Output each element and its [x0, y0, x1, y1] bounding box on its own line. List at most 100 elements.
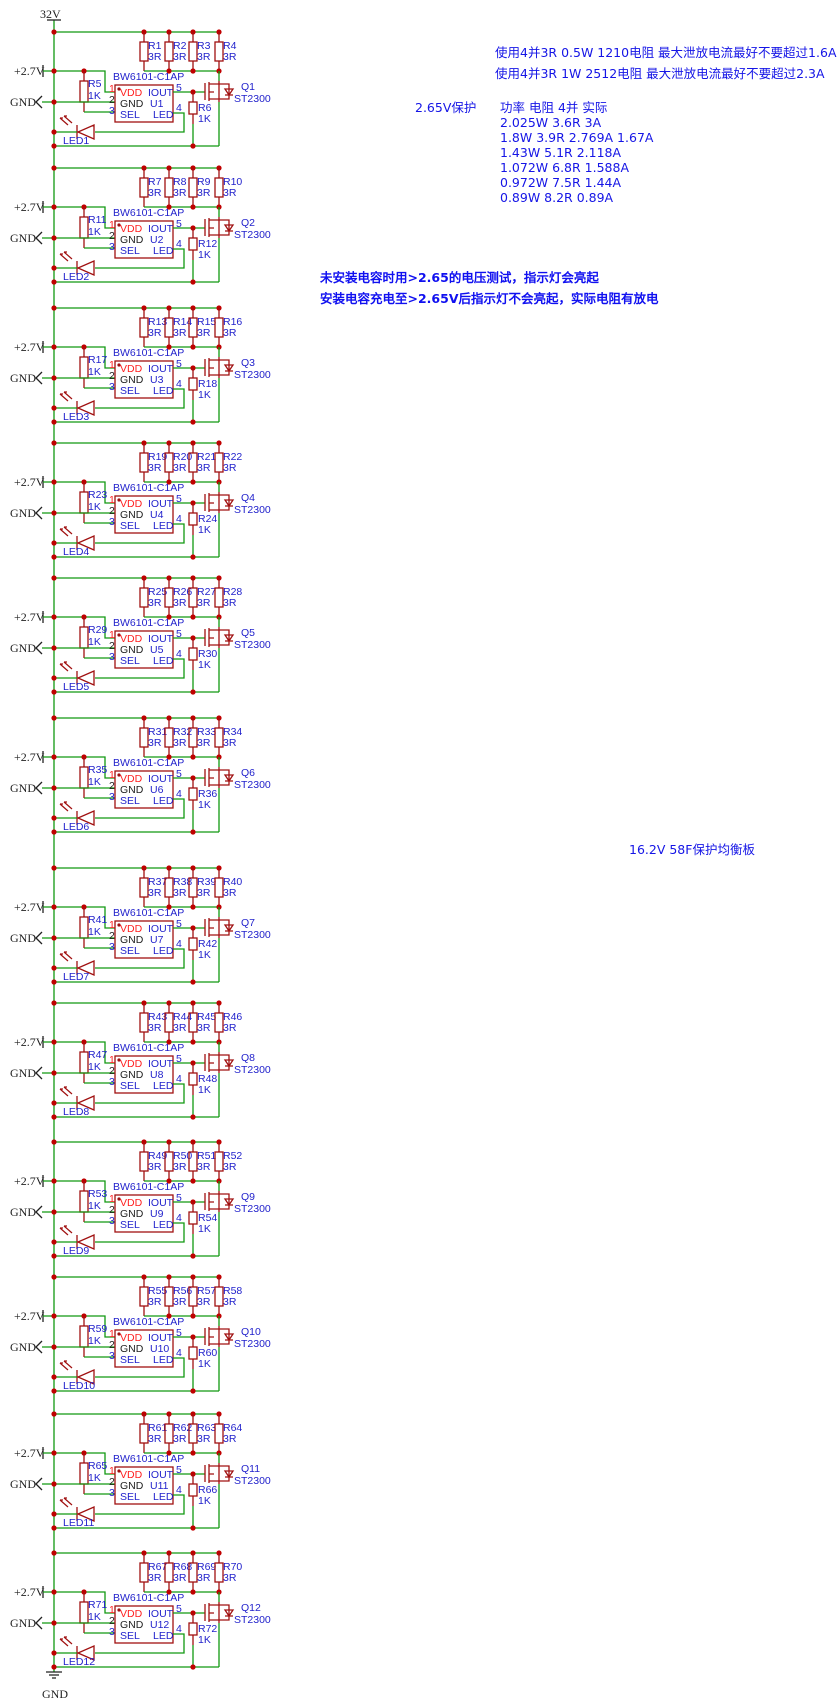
bleed-resistor-ref: R62	[173, 1422, 192, 1434]
bleed-resistor-value: 3R	[197, 737, 211, 749]
chip-pin-led: LED	[153, 945, 174, 957]
cell-rail-label: +2.7V	[14, 340, 45, 354]
gnd-label: GND	[10, 1616, 36, 1630]
balance-cell: R73RR83RR93RR103R+2.7VR111KGNDBW6101-C1A…	[10, 165, 271, 285]
gnd-label: GND	[10, 506, 36, 520]
pin-number: 3	[109, 1215, 115, 1227]
pin-number: 1	[109, 769, 115, 781]
junction-dot	[51, 129, 57, 135]
junction-dot	[51, 1450, 57, 1456]
pin-number: 1	[109, 919, 115, 931]
pin-number: 4	[176, 1347, 182, 1359]
balance-cell: R673RR683RR693RR703R+2.7VR711KGNDBW6101-…	[10, 1550, 271, 1670]
gnd-label: GND	[10, 1066, 36, 1080]
power-table-row: 0.89W 8.2R 0.89A	[500, 190, 614, 205]
balance-cell: R13RR23RR33RR43R+2.7VR51KGNDBW6101-C1APV…	[10, 29, 271, 149]
wire	[43, 906, 115, 929]
mosfet-part: ST2300	[234, 929, 271, 941]
chip-body	[114, 1329, 174, 1368]
mosfet-part: ST2300	[234, 93, 271, 105]
junction-dot	[190, 1039, 196, 1045]
power-table-row: 1.072W 6.8R 1.588A	[500, 160, 629, 175]
chip-body	[114, 920, 174, 959]
bleed-resistor-ref: R64	[223, 1422, 242, 1434]
bleed-resistor-value: 3R	[173, 597, 187, 609]
sel-resistor-ref: R11	[88, 214, 107, 226]
wire	[43, 206, 115, 229]
pin-number: 2	[109, 1065, 115, 1077]
junction-dot	[166, 479, 172, 485]
gnd-symbol-icon	[35, 371, 43, 385]
pin-number: 2	[109, 1615, 115, 1627]
mosfet-icon	[204, 217, 235, 238]
chip-pin-gnd: GND	[120, 1619, 144, 1631]
pin1-marker	[117, 773, 121, 777]
bleed-resistor-value: 3R	[148, 1022, 162, 1034]
bleed-resistor-value: 3R	[173, 327, 187, 339]
cell-rail-label: +2.7V	[14, 1309, 45, 1323]
gnd-label: GND	[10, 1477, 36, 1491]
resistor-body	[79, 1601, 89, 1624]
mosfet-part: ST2300	[234, 1475, 271, 1487]
mosfet-icon	[204, 917, 235, 938]
chip-pin-vdd: VDD	[120, 773, 143, 785]
bleed-resistor-value: 3R	[197, 887, 211, 899]
gnd-symbol-icon	[35, 1066, 43, 1080]
pin-number: 1	[109, 83, 115, 95]
pin-number: 5	[176, 1053, 182, 1065]
chip-pin-vdd: VDD	[120, 1058, 143, 1070]
mosfet-ref: Q3	[241, 357, 255, 369]
chip-pin-iout: IOUT	[148, 923, 174, 935]
power-table-header: 功率 电阻 4并 实际	[500, 100, 608, 115]
bleed-resistor-value: 3R	[197, 597, 211, 609]
chip-pin-vdd: VDD	[120, 633, 143, 645]
mosfet-ref: Q7	[241, 917, 255, 929]
mosfet-icon	[204, 1463, 235, 1484]
resistor-body	[139, 1423, 149, 1444]
resistor-body	[79, 1051, 89, 1074]
pin-number: 2	[109, 505, 115, 517]
junction-dot	[51, 935, 57, 941]
board-title: 16.2V 58F保护均衡板	[629, 842, 755, 857]
gnd-symbol-icon	[35, 1340, 43, 1354]
gate-resistor-value: 1K	[198, 113, 211, 125]
chip-pin-led: LED	[153, 1080, 174, 1092]
wire	[43, 70, 115, 93]
gate-resistor-ref: R12	[198, 238, 217, 250]
bleed-resistor-ref: R27	[197, 586, 216, 598]
bleed-resistor-ref: R28	[223, 586, 242, 598]
gate-resistor-ref: R42	[198, 938, 217, 950]
led-ref: LED2	[63, 271, 89, 283]
bleed-resistor-ref: R37	[148, 876, 167, 888]
wire	[43, 346, 115, 369]
chip-part-label: BW6101-C1AP	[113, 207, 184, 219]
chip-part-label: BW6101-C1AP	[113, 1592, 184, 1604]
bleed-resistor-value: 3R	[148, 1433, 162, 1445]
chip-pin-gnd: GND	[120, 1208, 144, 1220]
chip-pin-iout: IOUT	[148, 1058, 174, 1070]
pin1-marker	[117, 1197, 121, 1201]
pin-number: 3	[109, 381, 115, 393]
resistor-body	[188, 1211, 198, 1225]
balance-cell: R133RR143RR153RR163R+2.7VR171KGNDBW6101-…	[10, 305, 271, 425]
pin-number: 1	[109, 1054, 115, 1066]
pin-number: 2	[109, 230, 115, 242]
junction-dot	[51, 829, 57, 835]
pin-number: 5	[176, 218, 182, 230]
bleed-resistor-ref: R46	[223, 1011, 242, 1023]
mosfet-icon	[204, 1191, 235, 1212]
chip-ref: U5	[150, 644, 164, 656]
sel-resistor-value: 1K	[88, 1200, 101, 1212]
gnd-symbol-icon	[35, 506, 43, 520]
pin-number: 3	[109, 791, 115, 803]
junction-dot	[51, 1100, 57, 1106]
mosfet-part: ST2300	[234, 1338, 271, 1350]
bleed-resistor-value: 3R	[223, 887, 237, 899]
bleed-resistor-value: 3R	[223, 1572, 237, 1584]
bleed-resistor-ref: R16	[223, 316, 242, 328]
pin-number: 1	[109, 494, 115, 506]
pin1-marker	[117, 87, 121, 91]
bleed-resistor-ref: R52	[223, 1150, 242, 1162]
pin-number: 3	[109, 105, 115, 117]
sel-resistor-ref: R59	[88, 1323, 107, 1335]
